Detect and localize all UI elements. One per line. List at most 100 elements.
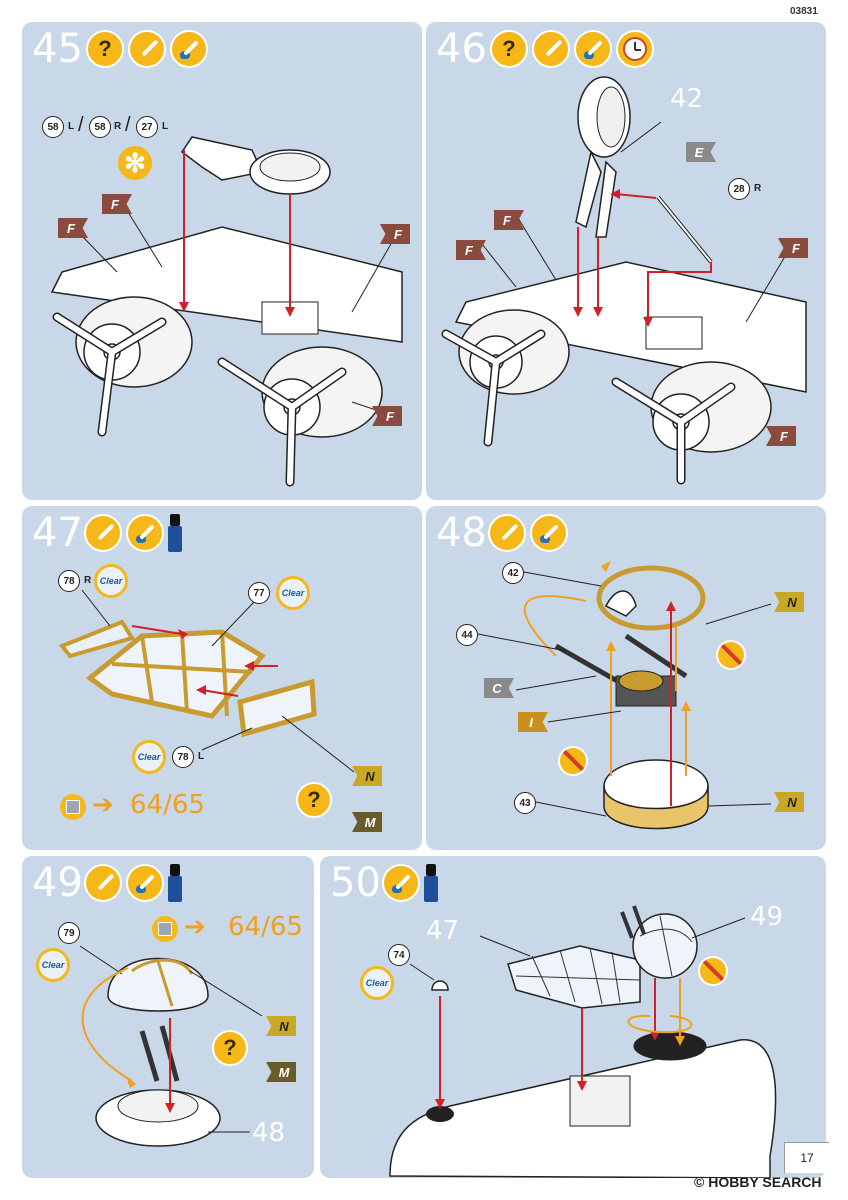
- landing-gear-drawing: [441, 76, 807, 485]
- paint-callout-e: E: [686, 142, 716, 162]
- paint-callout-f: F: [766, 426, 796, 446]
- question-icon: ?: [86, 30, 124, 68]
- step-number: 50: [330, 860, 381, 906]
- side-l: L: [198, 751, 205, 762]
- part-58-right: 58: [89, 116, 111, 138]
- step-icons: [84, 864, 182, 902]
- side-l: L: [68, 121, 75, 132]
- question-icon: ?: [296, 782, 332, 818]
- step-number: 46: [436, 26, 487, 72]
- paint-callout-n: N: [774, 592, 804, 612]
- step-45-panel: 45 ? 58 L / 58 R / 27 L ✻ F F F: [22, 22, 422, 500]
- step-49-panel: 49 ➔ 64/65 79 Clear ? N M 48: [22, 856, 314, 1178]
- paint-ref-icon: [152, 916, 178, 942]
- step-icons: [488, 514, 568, 552]
- paint-callout-m: M: [352, 812, 382, 832]
- part-74: 74: [388, 944, 410, 966]
- watermark-mark: ©: [694, 1174, 705, 1190]
- side-r: R: [84, 575, 92, 586]
- document-code: 03831: [790, 6, 818, 17]
- paint-icon: [84, 514, 122, 552]
- step-number: 47: [32, 510, 83, 556]
- drying-time-icon: [616, 30, 654, 68]
- paint-callout-f: F: [456, 240, 486, 260]
- paint-callout-c: C: [484, 678, 514, 698]
- side-l: L: [162, 121, 169, 132]
- step-icons: ?: [86, 30, 208, 68]
- step-48-panel: 48 42 44 43 N C I N: [426, 506, 826, 850]
- step-47-panel: 47 78 R Clear 77 Clear Clear 78 L ➔ 64/6…: [22, 506, 422, 850]
- clear-part-badge: Clear: [94, 564, 128, 598]
- no-glue-icon: [698, 956, 728, 986]
- glue-icon: [126, 514, 164, 552]
- watermark-text: HOBBY SEARCH: [708, 1174, 822, 1190]
- side-r: R: [754, 183, 762, 194]
- hatch-detail-icon: ✻: [118, 146, 152, 180]
- clear-glue-bottle-icon: [424, 864, 438, 902]
- clear-glue-bottle-icon: [168, 864, 182, 902]
- step-icons: [382, 864, 438, 902]
- part-77: 77: [248, 582, 270, 604]
- part-27-left: 27: [136, 116, 158, 138]
- step-number: 48: [436, 510, 487, 556]
- paint-ref-arrow: ➔: [92, 790, 114, 820]
- step-number: 49: [32, 860, 83, 906]
- glue-icon: [574, 30, 612, 68]
- step-icons: [84, 514, 182, 552]
- paint-callout-f: F: [372, 406, 402, 426]
- clock-icon: [623, 37, 647, 61]
- question-icon: ?: [212, 1030, 248, 1066]
- paint-callout-n: N: [774, 792, 804, 812]
- paint-ref-icon: [60, 794, 86, 820]
- dome-turret-drawing: [79, 945, 263, 1147]
- part-43: 43: [514, 792, 536, 814]
- paint-icon: [532, 30, 570, 68]
- part-58-left: 58: [42, 116, 64, 138]
- paint-callout-n: N: [352, 766, 382, 786]
- step-icons: ?: [490, 30, 654, 68]
- step-46-panel: 46 ? 42 E 28 R: [426, 22, 826, 500]
- clear-glue-bottle-icon: [168, 514, 182, 552]
- clear-part-badge: Clear: [36, 948, 70, 982]
- callout-47: 47: [426, 916, 460, 946]
- callout-42: 42: [670, 84, 704, 114]
- paint-icon: [84, 864, 122, 902]
- part-78-left: 78: [172, 746, 194, 768]
- callout-48: 48: [252, 1118, 286, 1148]
- paint-icon: [128, 30, 166, 68]
- paint-icon: [488, 514, 526, 552]
- slash: /: [125, 114, 131, 136]
- paint-reference-pages: 64/65: [130, 790, 205, 820]
- wing-assembly-drawing: [50, 136, 403, 487]
- paint-callout-n: N: [266, 1016, 296, 1036]
- paint-callout-f: F: [778, 238, 808, 258]
- side-r: R: [114, 121, 122, 132]
- glue-icon: [530, 514, 568, 552]
- paint-callout-i: I: [518, 712, 548, 732]
- step-number: 45: [32, 26, 83, 72]
- no-glue-icon: [716, 640, 746, 670]
- clear-part-badge: Clear: [360, 966, 394, 1000]
- glue-icon: [126, 864, 164, 902]
- glue-icon: [382, 864, 420, 902]
- page-number: 17: [784, 1142, 829, 1173]
- question-icon: ?: [490, 30, 528, 68]
- paint-callout-f: F: [380, 224, 410, 244]
- paint-ref-arrow: ➔: [184, 912, 206, 942]
- paint-callout-m: M: [266, 1062, 296, 1082]
- clear-part-badge: Clear: [276, 576, 310, 610]
- part-78-right: 78: [58, 570, 80, 592]
- step-50-panel: 50 47 49 74 Clear: [320, 856, 826, 1178]
- clear-part-badge: Clear: [132, 740, 166, 774]
- paint-callout-f: F: [494, 210, 524, 230]
- hobby-search-watermark: © HOBBY SEARCH: [694, 1174, 822, 1190]
- turret-assembly-drawing: [477, 561, 772, 830]
- part-79: 79: [58, 922, 80, 944]
- no-glue-icon: [558, 746, 588, 776]
- part-28: 28: [728, 178, 750, 200]
- paint-callout-f: F: [58, 218, 88, 238]
- canopy-drawing: [58, 589, 355, 773]
- part-42: 42: [502, 562, 524, 584]
- paint-reference-pages: 64/65: [228, 912, 303, 942]
- paint-callout-f: F: [102, 194, 132, 214]
